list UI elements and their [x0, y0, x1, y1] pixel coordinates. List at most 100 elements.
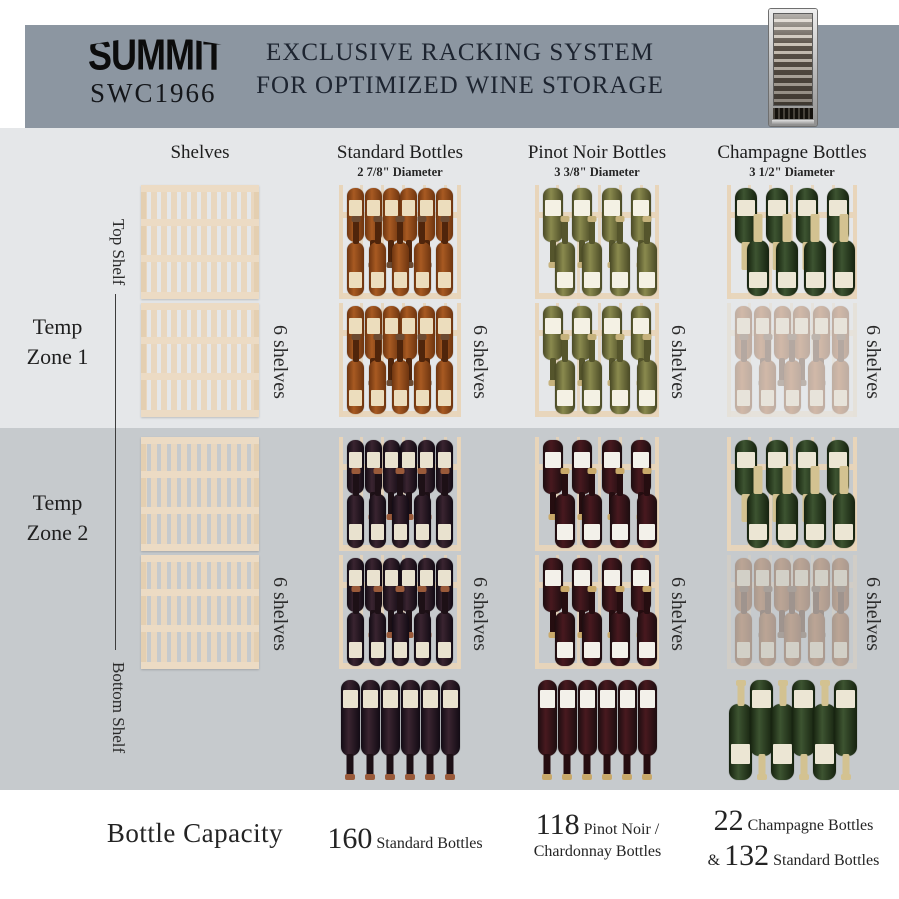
shelf-span-line	[115, 294, 116, 650]
wine-bottle	[436, 468, 453, 548]
top-shelf-label: Top Shelf	[109, 219, 128, 286]
champagne-bottle	[775, 466, 798, 548]
wine-bottle	[400, 306, 418, 386]
shelf-count-label: 6 shelves	[667, 577, 689, 651]
champagne-capacity: 22 Champagne Bottles & 132 Standard Bott…	[688, 804, 899, 873]
champagne-bottle	[804, 466, 827, 548]
champagne-bottle	[735, 188, 757, 270]
champagne-capacity-number2: 132	[724, 838, 770, 872]
bottle-row-image	[339, 680, 461, 782]
champagne-bottle	[813, 680, 836, 780]
pinot-capacity-line1: 118 Pinot Noir /	[505, 808, 690, 843]
wine-bottle	[436, 216, 453, 296]
wine-bottle	[582, 468, 603, 548]
wine-bottle	[360, 680, 380, 780]
shelf-count-label: 6 shelves	[667, 325, 689, 399]
wine-bottle	[807, 586, 825, 666]
wine-bottle	[735, 334, 752, 414]
wine-bottle	[347, 216, 364, 296]
temp-zone-1-label: Temp Zone 1	[5, 312, 110, 371]
wine-bottle	[340, 680, 360, 780]
wine-bottle	[436, 334, 453, 414]
wine-bottle	[609, 216, 630, 296]
wine-bottle	[735, 586, 752, 666]
wine-bottle	[400, 440, 418, 520]
wine-bottle	[807, 334, 825, 414]
shelf-image	[141, 437, 259, 551]
champagne-bottle	[775, 214, 798, 296]
wine-bottle	[773, 306, 791, 386]
wine-bottle	[735, 558, 752, 638]
bottle-rack-image	[535, 303, 659, 417]
wine-bottle	[369, 586, 387, 666]
wine-bottle	[609, 334, 630, 414]
wine-bottle	[382, 306, 400, 386]
champagne-capacity-text: Champagne Bottles	[747, 817, 874, 834]
wine-bottle	[382, 558, 400, 638]
wine-bottle	[773, 558, 791, 638]
wine-bottle	[436, 586, 453, 666]
wine-bottle	[440, 680, 460, 780]
bottle-rack-image	[727, 185, 857, 299]
bottle-rack-image	[535, 555, 659, 669]
bottle-row-image	[724, 680, 862, 782]
champagne-bottle	[792, 680, 815, 780]
wine-bottle	[754, 558, 772, 638]
bottle-capacity-title: Bottle Capacity	[106, 818, 284, 848]
wine-bottle	[557, 680, 577, 780]
champagne-bottle	[750, 680, 773, 780]
wine-bottle	[413, 216, 431, 296]
wine-bottle	[369, 468, 387, 548]
wine-bottle	[555, 468, 575, 548]
bottle-rack-image	[727, 437, 857, 551]
wine-bottle	[420, 680, 440, 780]
wine-bottle	[391, 334, 409, 414]
wine-bottle	[582, 216, 603, 296]
wine-bottle	[754, 306, 772, 386]
column-subtitle: 2 7/8" Diameter	[357, 165, 443, 179]
wine-bottle	[543, 188, 563, 268]
wine-bottle	[759, 586, 777, 666]
wine-bottle	[555, 586, 575, 666]
champagne-bottle	[735, 440, 757, 522]
wine-bottle	[832, 334, 849, 414]
cooler-door	[773, 13, 813, 106]
wine-bottle	[369, 216, 387, 296]
pinot-capacity: 118 Pinot Noir / Chardonnay Bottles	[505, 808, 690, 861]
shelf-count-label: 6 shelves	[862, 325, 884, 399]
wine-bottle	[555, 216, 575, 296]
wine-bottle	[637, 680, 657, 780]
temp-zone-1-line1: Temp	[32, 314, 83, 339]
wine-bottle	[617, 680, 637, 780]
pinot-capacity-line2: Chardonnay Bottles	[533, 842, 662, 860]
wine-bottle	[382, 188, 400, 268]
champagne-capacity-text2: Standard Bottles	[773, 851, 880, 869]
header-banner	[25, 25, 899, 128]
wine-bottle	[543, 306, 563, 386]
wine-bottle	[783, 334, 801, 414]
shelf-count-label: 6 shelves	[469, 577, 491, 651]
wine-bottle	[831, 306, 849, 386]
temp-zone-2-label: Temp Zone 2	[5, 488, 110, 547]
column-subtitle: 3 3/8" Diameter	[554, 165, 640, 179]
headline-line1: EXCLUSIVE RACKING SYSTEM	[266, 39, 654, 66]
wine-bottle	[391, 468, 409, 548]
champagne-capacity-amp: &	[707, 851, 721, 869]
bottle-rack-image	[535, 185, 659, 299]
column-header-shelves: Shelves	[130, 142, 270, 165]
wine-bottle	[413, 468, 431, 548]
wine-bottle	[347, 586, 364, 666]
ghost-bottle-rack-image	[727, 555, 857, 669]
bottle-rack-image	[339, 185, 461, 299]
wine-bottle	[582, 586, 603, 666]
champagne-capacity-line2: & 132 Standard Bottles	[688, 839, 899, 874]
column-header-pinot: Pinot Noir Bottles 3 3/8" Diameter	[517, 142, 677, 180]
wine-bottle	[832, 586, 849, 666]
wine-bottle	[537, 680, 557, 780]
shelf-image	[141, 555, 259, 669]
champagne-bottle	[832, 466, 855, 548]
headline-line2: FOR OPTIMIZED WINE STORAGE	[256, 71, 664, 99]
bottom-shelf-label: Bottom Shelf	[109, 662, 128, 754]
wine-bottle	[597, 680, 617, 780]
column-title: Standard Bottles	[336, 142, 464, 163]
